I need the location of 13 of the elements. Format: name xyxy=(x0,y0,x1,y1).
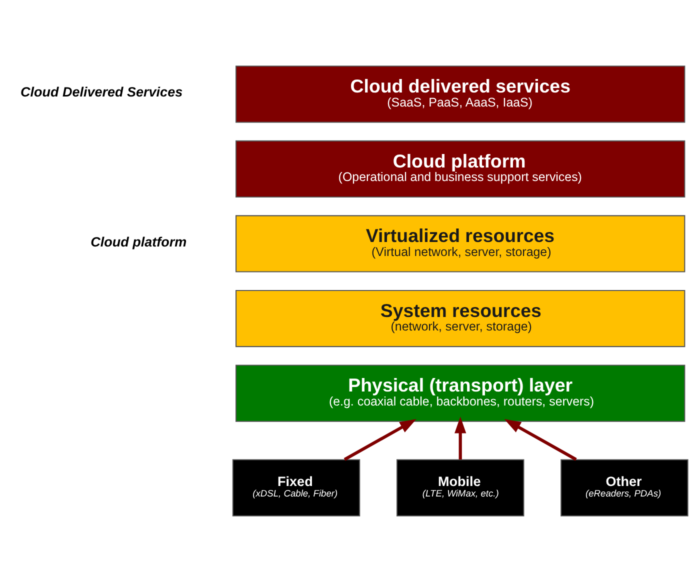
node-box: Cloud delivered services (SaaS, PaaS, AaaS, IaaS) xyxy=(236,66,686,123)
node-box: Other (eReaders, PDAs) xyxy=(560,459,688,516)
node-box: Fixed (xDSL, Cable, Fiber) xyxy=(232,459,360,516)
arrow xyxy=(344,419,416,461)
label: Cloud platform xyxy=(90,234,187,250)
node-box: System resources (network, server, storage) xyxy=(236,290,686,348)
arrow xyxy=(454,416,466,460)
label: Cloud Delivered Services xyxy=(20,84,183,100)
arrow xyxy=(504,419,577,461)
node-box: Physical (transport) layer (e.g. coaxial cable, backbones, routers, servers) xyxy=(236,364,686,422)
node-box: Virtualized resources (Virtual network, server, storage) xyxy=(236,215,686,272)
node-box: Cloud platform (Operational and business support services) xyxy=(236,140,686,198)
node-box: Mobile (LTE, WiMax, etc.) xyxy=(396,459,524,516)
